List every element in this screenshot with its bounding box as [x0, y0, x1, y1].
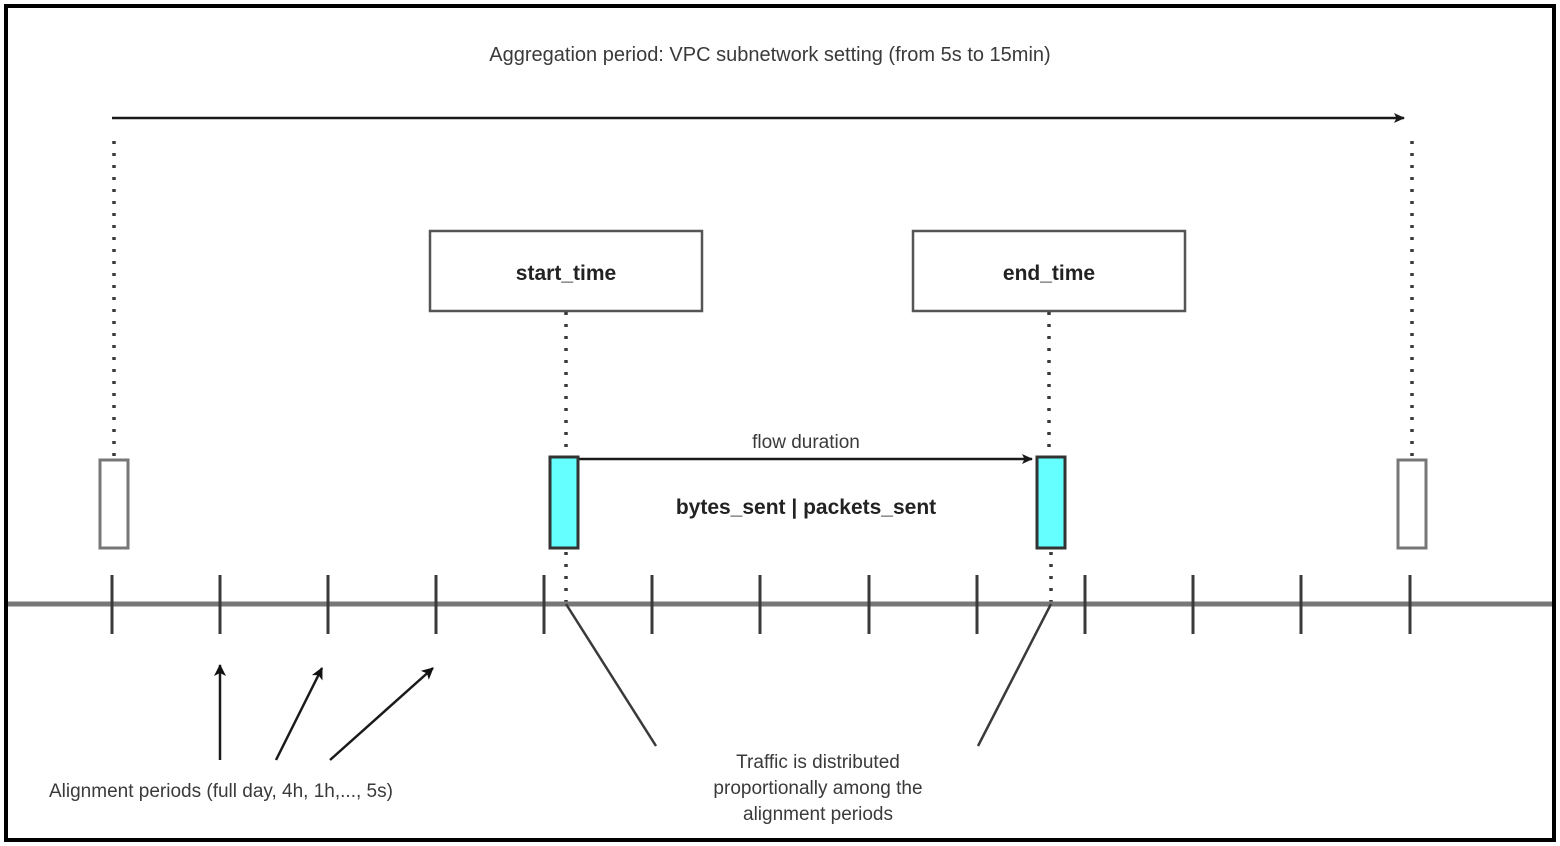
timeline-ticks [110, 575, 1412, 634]
distribution-caption-line-2: proportionally among the [713, 778, 922, 799]
alignment-arrow-2 [274, 667, 324, 761]
distribution-leader-left [564, 603, 658, 747]
flow-start-marker [548, 455, 580, 550]
flow-metrics-label: bytes_sent | packets_sent [676, 496, 936, 519]
distribution-caption-line-1: Traffic is distributed [736, 752, 900, 773]
alignment-periods-caption: Alignment periods (full day, 4h, 1h,...,… [49, 781, 393, 802]
period-marker-right [1396, 458, 1428, 550]
diagram-frame [4, 4, 1556, 842]
flow-end-marker [1035, 455, 1067, 550]
alignment-period-arrows [214, 664, 434, 761]
period-marker-left [98, 458, 130, 550]
distribution-caption-line-3: alignment periods [743, 804, 893, 825]
flow-duration-label: flow duration [752, 432, 860, 453]
alignment-arrow-3 [329, 667, 434, 761]
end-time-box [911, 229, 1187, 313]
distribution-leader-right [976, 603, 1053, 747]
aggregation-period-title: Aggregation period: VPC subnetwork setti… [489, 44, 1050, 66]
start-time-box [428, 229, 704, 313]
start-time-label: start_time [516, 262, 616, 285]
end-time-label: end_time [1003, 262, 1095, 285]
